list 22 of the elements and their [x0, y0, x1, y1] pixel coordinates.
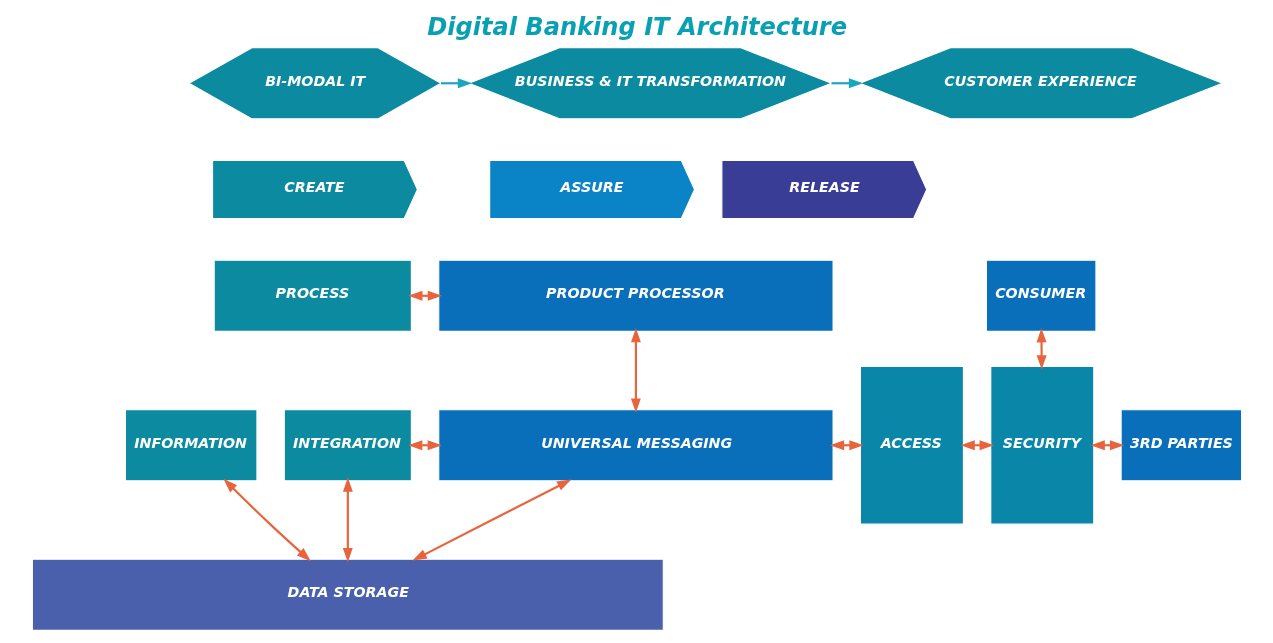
arrow [960, 440, 994, 451]
arrow [222, 478, 311, 562]
arrow [407, 440, 442, 451]
arrow [831, 78, 863, 89]
node-box: CONSUMER [985, 259, 1096, 332]
node-box: INTEGRATION [283, 409, 412, 482]
node-box: PROCESS [213, 259, 412, 332]
arrow [407, 290, 442, 301]
node-box: SECURITY [989, 365, 1094, 525]
node-box: ACCESS [859, 365, 964, 525]
arrow [342, 477, 353, 563]
arrow [1090, 440, 1124, 451]
node-box: DATA STORAGE [31, 558, 664, 631]
diagram-title: Digital Banking IT Architecture [426, 13, 847, 42]
node-box: 3RD PARTIES [1120, 409, 1242, 482]
node-box: UNIVERSAL MESSAGING [437, 409, 834, 482]
arrow [630, 328, 641, 413]
arrow [829, 440, 864, 451]
arrow [1036, 328, 1047, 370]
arrow [412, 479, 571, 561]
node-box: INFORMATION [124, 409, 257, 482]
node-box: PRODUCT PROCESSOR [437, 259, 834, 332]
